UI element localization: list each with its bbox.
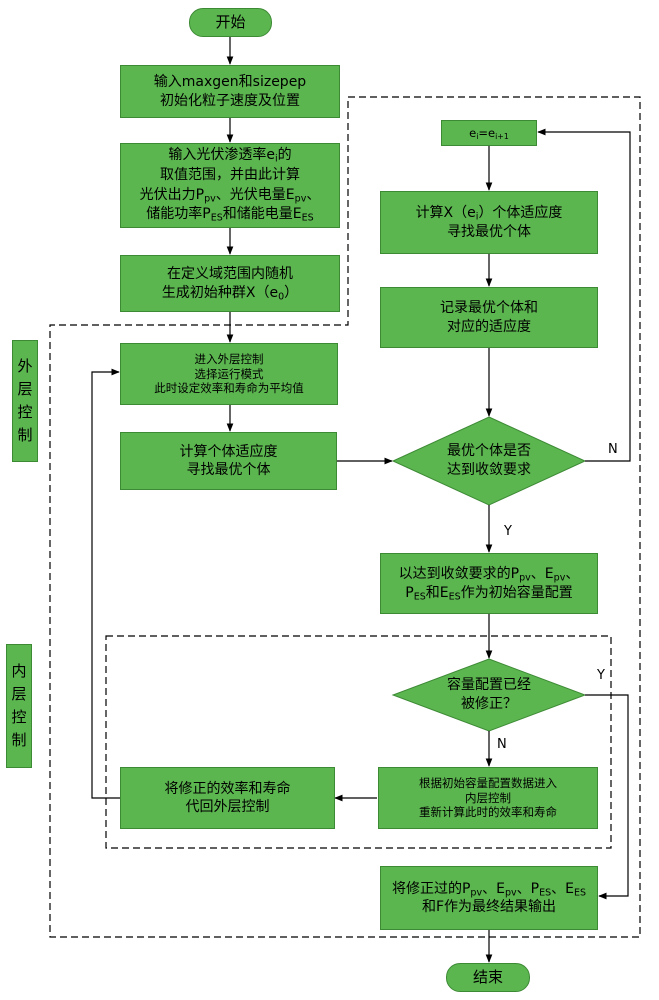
loop-label: ei=ei+1: [469, 126, 509, 141]
inner-control-node: 根据初始容量配置数据进入 内层控制 重新计算此时的效率和寿命: [378, 767, 598, 829]
init-node: 输入maxgen和sizepep 初始化粒子速度及位置: [120, 65, 340, 118]
init-line-2: 初始化粒子速度及位置: [160, 92, 300, 110]
init-line-1: 输入maxgen和sizepep: [154, 73, 306, 91]
outer-control-side-label: 外 层 控 制: [12, 340, 38, 462]
pv-line-1: 输入光伏渗透率ei的: [168, 146, 291, 166]
gen-line-1: 在定义域范围内随机: [167, 265, 293, 283]
modified-decision-node: 容量配置已经 被修正？: [423, 670, 555, 720]
initcap-line-2: PES和EES作为初始容量配置: [405, 584, 572, 602]
outer-line-2: 选择运行模式: [195, 367, 264, 382]
pv-line-2: 取值范围，并由此计算: [160, 166, 300, 186]
loop-increment-node: ei=ei+1: [441, 120, 537, 146]
return-outer-node: 将修正的效率和寿命 代回外层控制: [120, 767, 335, 829]
record-line-1: 记录最优个体和: [440, 299, 538, 317]
back-line-1: 将修正的效率和寿命: [165, 780, 291, 798]
fit-right-line-2: 寻找最优个体: [447, 223, 531, 241]
edge-label-no-modified: N: [497, 737, 507, 752]
outer-control-node: 进入外层控制 选择运行模式 此时设定效率和寿命为平均值: [120, 343, 338, 405]
fit-left-line-1: 计算个体适应度: [180, 443, 278, 461]
outer-line-1: 进入外层控制: [195, 352, 264, 367]
converge-decision-node: 最优个体是否 达到收敛要求: [413, 432, 565, 490]
fitness-left-node: 计算个体适应度 寻找最优个体: [120, 432, 337, 490]
pv-input-node: 输入光伏渗透率ei的 取值范围，并由此计算 光伏出力Ppv、光伏电量Epv、 储…: [120, 143, 340, 228]
edge-label-yes-modified: Y: [597, 668, 605, 683]
final-line-2: 和F作为最终结果输出: [422, 898, 556, 916]
start-node: 开始: [189, 8, 272, 37]
inner-line-3: 重新计算此时的效率和寿命: [419, 805, 557, 820]
end-node: 结束: [446, 963, 530, 992]
generate-population-node: 在定义域范围内随机 生成初始种群X（e0）: [120, 255, 340, 312]
outer-line-3: 此时设定效率和寿命为平均值: [154, 381, 304, 396]
record-line-2: 对应的适应度: [447, 318, 531, 336]
record-best-node: 记录最优个体和 对应的适应度: [380, 287, 598, 348]
back-line-2: 代回外层控制: [186, 798, 270, 816]
edge-label-yes-converge: Y: [504, 524, 512, 539]
gen-line-2: 生成初始种群X（e0）: [162, 284, 298, 302]
fitness-right-node: 计算X（ei）个体适应度 寻找最优个体: [380, 191, 598, 254]
start-label: 开始: [215, 13, 245, 33]
fit-left-line-2: 寻找最优个体: [187, 461, 271, 479]
final-output-node: 将修正过的Ppv、Epv、PES、EES 和F作为最终结果输出: [380, 866, 598, 930]
pv-line-4: 储能功率PES和储能电量EES: [146, 205, 313, 225]
final-line-1: 将修正过的Ppv、Epv、PES、EES: [392, 880, 586, 898]
end-label: 结束: [473, 968, 503, 988]
edge-label-no-converge: N: [608, 442, 618, 457]
inner-line-1: 根据初始容量配置数据进入: [419, 776, 557, 791]
fit-right-line-1: 计算X（ei）个体适应度: [416, 204, 563, 222]
initcap-line-1: 以达到收敛要求的Ppv、Epv、: [399, 565, 580, 583]
converge-line-1: 最优个体是否: [447, 442, 531, 461]
initial-capacity-node: 以达到收敛要求的Ppv、Epv、 PES和EES作为初始容量配置: [380, 553, 598, 614]
modified-line-2: 被修正？: [461, 695, 517, 714]
inner-control-side-label: 内 层 控 制: [6, 644, 32, 768]
converge-line-2: 达到收敛要求: [447, 461, 531, 480]
modified-line-1: 容量配置已经: [447, 676, 531, 695]
inner-line-2: 内层控制: [465, 791, 511, 806]
pv-line-3: 光伏出力Ppv、光伏电量Epv、: [140, 186, 321, 206]
